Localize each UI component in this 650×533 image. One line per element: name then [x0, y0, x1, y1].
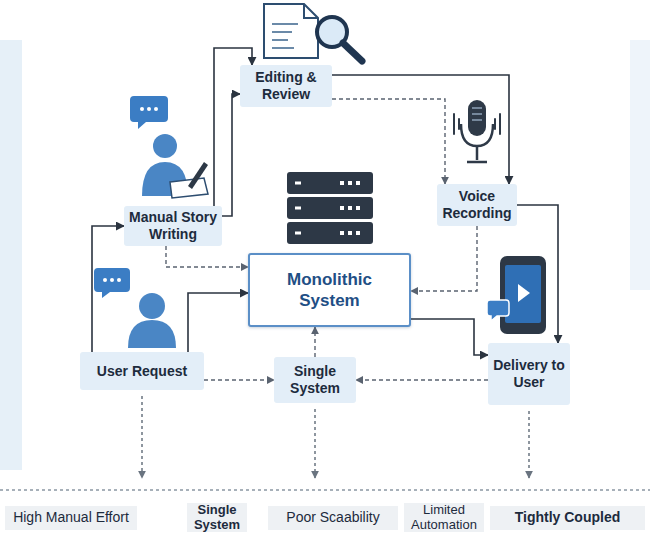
review-icon	[304, 4, 318, 18]
phone-icon	[487, 256, 546, 334]
outcome-arrows	[0, 396, 650, 490]
background-band	[0, 40, 22, 470]
user-icon	[128, 320, 176, 348]
outcome-box: Limited Automation	[404, 503, 484, 532]
server-icon	[340, 183, 364, 233]
user-icon	[94, 268, 130, 298]
process-box: Editing & Review	[240, 65, 332, 107]
system-box: Monolithic System	[248, 253, 411, 327]
microphone-icon	[467, 146, 487, 162]
node-label: Single System	[279, 363, 351, 397]
user-icon	[117, 278, 121, 282]
outcome-box: High Manual Effort	[5, 506, 137, 530]
writer-icon	[153, 134, 177, 158]
review-icon	[272, 24, 298, 48]
process-box: User Request	[80, 352, 204, 390]
writer-icon	[140, 107, 144, 111]
outcome-box: Tightly Coupled	[490, 506, 645, 530]
node-label: Editing & Review	[245, 69, 327, 103]
flow-arrow	[222, 94, 240, 216]
dashed-arrow	[166, 246, 248, 267]
phone-icon	[500, 256, 546, 334]
flow-arrow	[411, 319, 488, 355]
node-label: Delivery to User	[493, 357, 565, 391]
outcome-arrows	[0, 489, 650, 491]
dashed-arrow	[411, 226, 477, 291]
microphone-icon	[468, 100, 486, 136]
process-box: Single System	[274, 357, 356, 403]
review-icon	[264, 4, 362, 61]
process-box: Delivery to User	[488, 343, 570, 405]
flow-arrow	[92, 226, 124, 352]
outcome-arrows	[528, 411, 530, 478]
outcome-arrows	[314, 409, 316, 478]
phone-icon	[487, 300, 509, 321]
process-box: Voice Recording	[437, 184, 517, 226]
writer-icon	[147, 107, 151, 111]
review-icon	[343, 43, 362, 61]
background-band	[0, 40, 650, 470]
writer-icon	[170, 178, 208, 198]
writer-icon	[188, 162, 208, 189]
node-label: Manual Story Writing	[129, 209, 217, 243]
dashed-arrow	[314, 327, 315, 357]
review-icon	[264, 4, 318, 58]
node-label: Monolithic System	[258, 269, 401, 312]
writer-icon	[130, 96, 168, 129]
outcome-arrows	[141, 396, 143, 478]
writer-icon	[130, 96, 208, 198]
flow-arrow	[188, 293, 248, 352]
user-icon	[103, 278, 107, 282]
phone-icon	[505, 265, 541, 323]
flow-arrow	[517, 205, 558, 343]
node-label: Poor Scaability	[286, 510, 379, 525]
user-icon	[110, 278, 114, 282]
node-label: Tightly Coupled	[515, 510, 621, 525]
node-label: User Request	[97, 363, 187, 380]
dashed-arrow	[332, 99, 445, 184]
flow-arrow	[332, 75, 509, 184]
node-label: High Manual Effort	[13, 510, 129, 525]
writer-icon	[154, 107, 158, 111]
process-box: Manual Story Writing	[124, 206, 222, 246]
node-label: Single System	[191, 503, 243, 532]
server-icon	[287, 172, 373, 244]
outcome-box: Single System	[187, 503, 247, 532]
outcome-box: Poor Scaability	[268, 506, 398, 530]
server-icon	[295, 183, 301, 233]
node-label: Limited Automation	[408, 503, 480, 532]
background-band	[630, 40, 650, 290]
microphone-icon	[472, 108, 482, 120]
phone-icon	[518, 284, 530, 302]
dashed-arrow	[204, 379, 274, 380]
user-icon	[94, 268, 176, 348]
microphone-icon	[461, 124, 493, 146]
user-icon	[139, 293, 165, 319]
node-label: Voice Recording	[442, 188, 512, 222]
dashed-arrow	[356, 379, 488, 380]
microphone-icon	[454, 100, 500, 162]
microphone-icon	[454, 114, 500, 134]
